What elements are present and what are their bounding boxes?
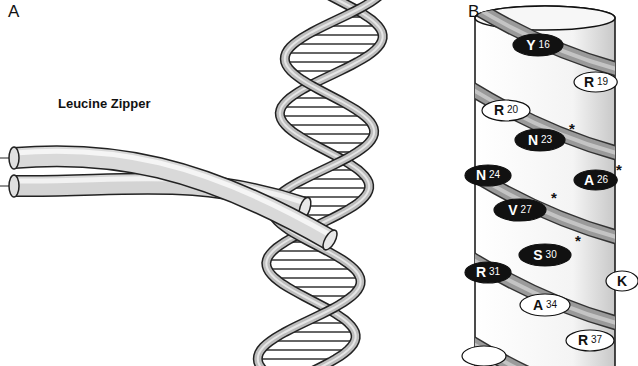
residue-oval (462, 346, 506, 366)
asterisk-mark: * (616, 161, 622, 178)
oval-outline (513, 34, 563, 56)
asterisk-mark: * (551, 189, 557, 206)
oval-outline (465, 165, 511, 186)
oval-outline (574, 170, 617, 190)
residue-oval: V 27 (494, 199, 546, 221)
residue-number: 24 (489, 170, 500, 180)
oval-outline (482, 100, 530, 121)
residue-oval: Y 16 (513, 34, 563, 56)
oval-outline (520, 294, 570, 316)
residue-oval: S 30 (519, 244, 571, 266)
oval-outline (574, 72, 617, 92)
residue-oval: R31 (465, 262, 511, 283)
residue-number: 23 (541, 135, 552, 145)
residue-letter: R (584, 75, 594, 89)
asterisk-mark: * (575, 232, 581, 249)
dna-helix (258, 0, 385, 366)
residue-oval: R20 (482, 100, 530, 121)
residue-number: 26 (597, 175, 608, 185)
residue-oval: N23 (515, 129, 565, 151)
cylinder (462, 4, 620, 366)
panel-letter: A (8, 2, 19, 22)
residue-number: 31 (489, 267, 500, 277)
residue-number: 37 (591, 335, 602, 345)
residue-oval: A34 (520, 294, 570, 316)
residue-number: 30 (546, 250, 557, 260)
panel-letter: B (468, 2, 479, 22)
residue-number: 27 (521, 205, 532, 215)
residue-number: 20 (507, 105, 518, 115)
residue-letter: Y (526, 38, 535, 52)
residue-letter: V (508, 203, 517, 217)
residue-number: 16 (539, 40, 550, 50)
residue-number: 19 (597, 77, 608, 87)
residue-letter: S (533, 248, 542, 262)
residue-letter: R (578, 333, 588, 347)
residue-letter: R (494, 103, 504, 117)
oval-outline (465, 262, 511, 283)
residue-letter: K (617, 274, 627, 288)
residue-oval: A26 (574, 170, 617, 190)
structure-label: Leucine Zipper (58, 96, 150, 111)
residue-number: 34 (546, 300, 557, 310)
residue-letter: N (528, 133, 538, 147)
residue-oval: K (606, 271, 638, 291)
residue-oval: R19 (574, 72, 617, 92)
oval-outline (494, 199, 546, 221)
oval-outline (519, 244, 571, 266)
residue-letter: A (584, 173, 594, 187)
residue-letter: R (476, 265, 486, 279)
asterisk-mark: * (569, 120, 575, 137)
residue-letter: N (476, 168, 486, 182)
oval-outline (515, 129, 565, 151)
oval-outline (566, 330, 614, 351)
residue-oval: N24 (465, 165, 511, 186)
leucine-zipper-tubes (0, 147, 340, 252)
residue-oval: R37 (566, 330, 614, 351)
residue-letter: A (533, 298, 543, 312)
